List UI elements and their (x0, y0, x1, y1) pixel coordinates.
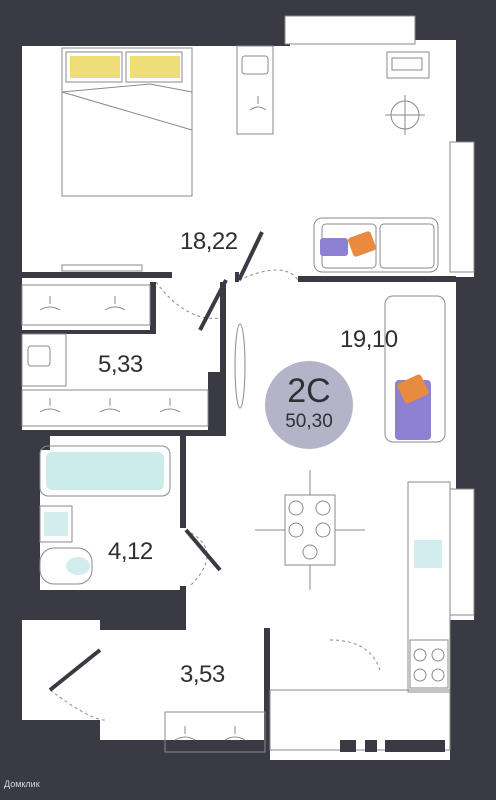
room-area-living: 19,10 (340, 326, 398, 353)
hanger-icon (174, 726, 196, 741)
armchair-icon (384, 295, 446, 443)
room-area-hall: 3,53 (180, 661, 225, 688)
door-leaves (48, 231, 264, 692)
stove-icon (409, 639, 449, 689)
watermark: Домклик (4, 779, 40, 789)
room-area-closet: 5,33 (98, 351, 143, 378)
toilet-icon (39, 547, 93, 585)
room-area-bathroom: 4,12 (108, 538, 153, 565)
room-area-bedroom: 18,22 (180, 228, 238, 255)
dining-table-icon (255, 470, 365, 590)
entrance-marks (340, 740, 445, 752)
laptop-icon (386, 51, 430, 79)
living-furniture (164, 295, 451, 753)
windows (284, 15, 475, 616)
wardrobe (236, 45, 274, 135)
bathroom-furniture (39, 445, 171, 585)
hanger-icon (39, 296, 61, 311)
bathtub-icon (39, 445, 171, 497)
sofa-icon (313, 217, 439, 273)
tv-icon (61, 264, 143, 272)
hanger-icon (249, 96, 267, 111)
total-area: 50,30 (285, 411, 333, 432)
apartment-type: 2С (287, 372, 331, 410)
sink-icon (39, 505, 73, 543)
closet-furniture (21, 284, 246, 427)
bed-icon (61, 47, 193, 197)
apartment-badge: 2С 50,30 (265, 361, 353, 449)
chair-icon (385, 95, 425, 135)
door-swings (49, 269, 381, 721)
bedroom-furniture (61, 45, 439, 273)
